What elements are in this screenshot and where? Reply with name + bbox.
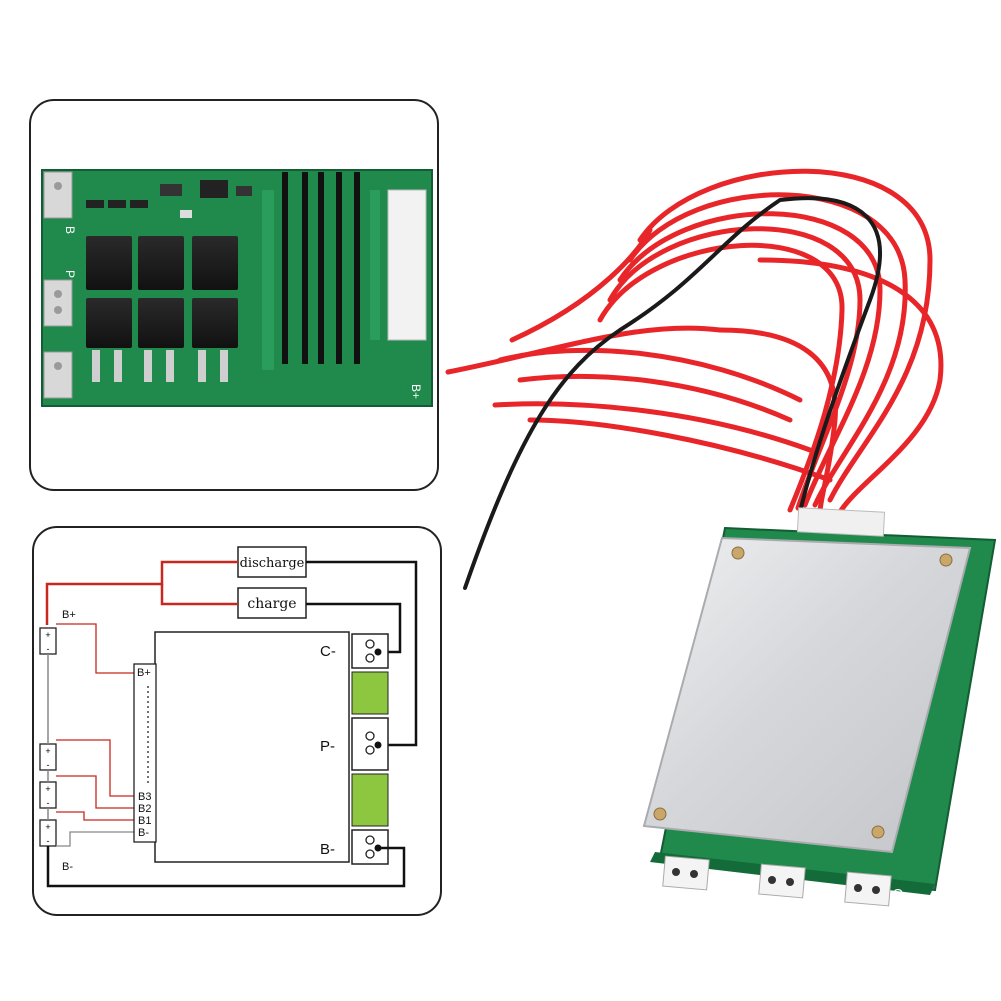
battery-cell: + -: [39, 627, 57, 655]
balance-resistors: [262, 172, 380, 370]
svg-text:+: +: [45, 822, 50, 832]
wiring-diagram-panel: discharge charge + - + - + - + -: [32, 526, 442, 916]
module-terminal-p: [758, 863, 806, 899]
silk-b: B: [63, 226, 77, 234]
pad-p: [43, 279, 73, 327]
discharge-box: [237, 546, 307, 578]
heatsink-screw: [871, 825, 885, 839]
pad-b: [43, 171, 73, 219]
svg-text:B-: B-: [138, 827, 149, 839]
pcb-photo-panel: B P: [29, 99, 439, 491]
mosfet-array: [86, 236, 238, 382]
heatsink-screw: [731, 546, 745, 560]
pack-bplus-label: B+: [62, 609, 76, 621]
svg-text:-: -: [47, 760, 50, 770]
module-label-c: C-: [890, 888, 906, 903]
svg-text:B2: B2: [138, 803, 151, 815]
svg-text:-: -: [47, 836, 50, 846]
pack-bminus-label: B-: [62, 861, 73, 873]
bms-module-photo: B- P- C-: [445, 168, 997, 907]
svg-text:C-: C-: [320, 643, 336, 660]
heatsink-screw: [939, 553, 953, 567]
bms-connector-strip: [133, 663, 157, 843]
battery-cell: + -: [39, 819, 57, 847]
battery-cell: + -: [39, 781, 57, 809]
svg-text:B3: B3: [138, 791, 151, 803]
discharge-label: discharge: [240, 556, 305, 571]
terminal-cminus: C-: [320, 633, 389, 669]
svg-text:+: +: [45, 746, 50, 756]
module-terminal-c: [844, 871, 892, 907]
silk-bplus: B+: [409, 384, 423, 399]
svg-text:P-: P-: [320, 738, 335, 755]
heatsink-plate: [642, 536, 972, 854]
bms-board-box: [154, 631, 350, 863]
terminal-pminus: P-: [320, 717, 389, 771]
module-terminal-b: [662, 855, 710, 891]
svg-text:-: -: [47, 644, 50, 654]
heatsink-screw: [653, 807, 667, 821]
svg-text:-: -: [47, 798, 50, 808]
wire-bundle: [445, 168, 944, 590]
svg-text:B-: B-: [320, 841, 335, 858]
pad-c: [43, 351, 73, 399]
module-label-p: P-: [804, 880, 820, 894]
pcb-board: B P: [41, 169, 433, 407]
svg-text:+: +: [45, 630, 50, 640]
silk-p: P: [63, 270, 77, 278]
svg-text:B1: B1: [138, 815, 151, 827]
terminal-green-block: [351, 773, 389, 827]
battery-cell: + -: [39, 743, 57, 771]
charge-label: charge: [247, 596, 296, 612]
svg-text:+: +: [45, 784, 50, 794]
svg-text:B+: B+: [137, 667, 151, 679]
module-label-b: B-: [708, 872, 724, 886]
balance-connector: [387, 189, 427, 341]
terminal-green-block: [351, 671, 389, 715]
